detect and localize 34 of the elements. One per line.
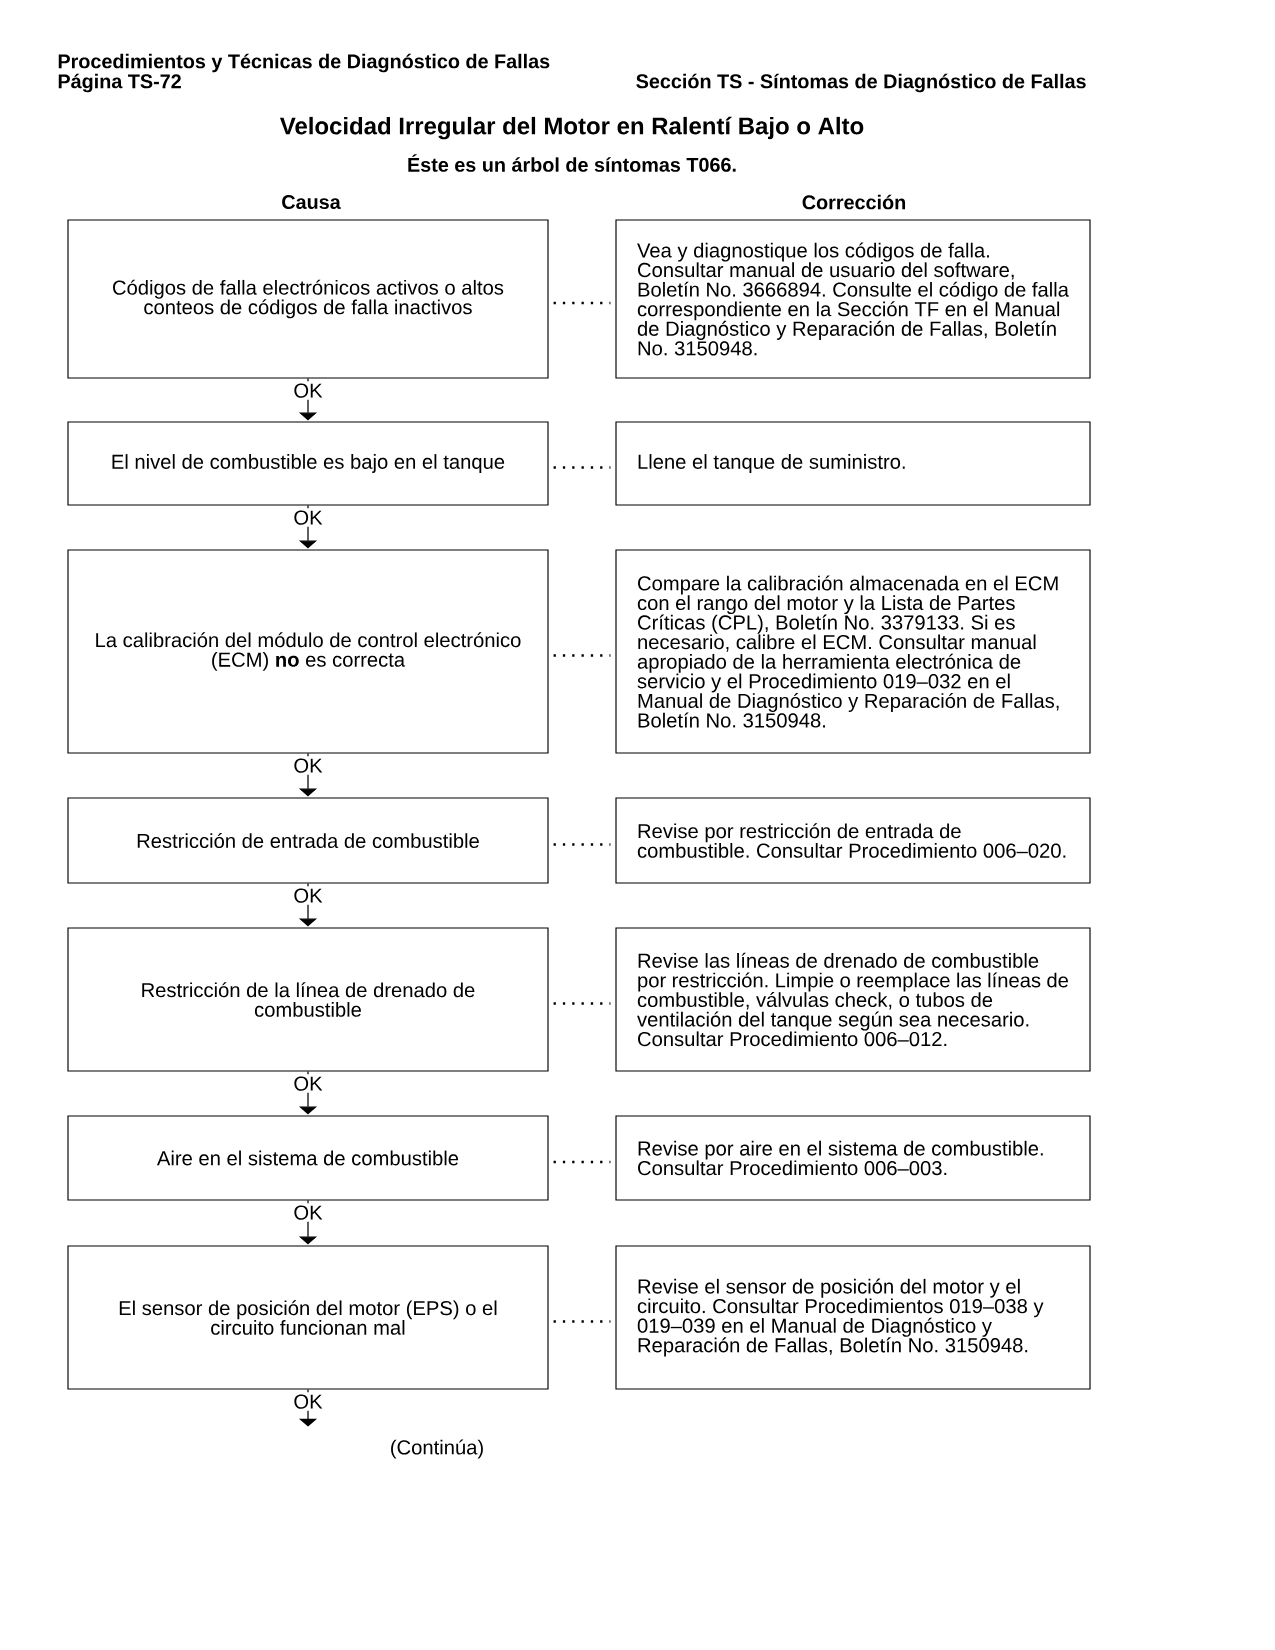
edge-label: OK xyxy=(291,508,325,527)
cause-box: Aire en el sistema de combustible xyxy=(67,1115,549,1201)
subtitle: Éste es un árbol de síntomas T066. xyxy=(408,154,736,172)
cause-box: Códigos de falla electrónicos activos o altos conteos de códigos de falla inactivos xyxy=(67,219,549,379)
title: Velocidad Irregular del Motor en Ralentí Bajo o Alto xyxy=(279,116,864,140)
edge-label: OK xyxy=(291,1074,325,1093)
cause-box: El nivel de combustible es bajo en el tanque xyxy=(67,421,549,506)
dotted-leader xyxy=(553,1160,611,1164)
dotted-leader xyxy=(553,843,611,846)
dotted-leader xyxy=(553,654,611,657)
edge-label: OK xyxy=(291,381,325,400)
cause-box: La calibración del módulo de control electrónico (ECM) no es correcta xyxy=(67,549,549,754)
dotted-leader xyxy=(553,1002,611,1005)
correction-box: Revise por aire en el sistema de combustible. Consultar Procedimiento 006–003. xyxy=(615,1115,1091,1201)
continued-note: (Continúa) xyxy=(391,1439,483,1459)
edge-label: OK xyxy=(291,1203,325,1222)
correction-box: Llene el tanque de suministro. xyxy=(615,421,1091,506)
dotted-leader xyxy=(553,1320,611,1323)
correction-box: Revise por restricción de entrada de combustible. Consultar Procedimiento 006–020. xyxy=(615,797,1091,884)
dotted-leader xyxy=(553,466,611,469)
dotted-leader xyxy=(553,301,611,305)
cause-box: Restricción de entrada de combustible xyxy=(67,797,549,884)
edge-label: OK xyxy=(291,886,325,905)
correction-box: Revise el sensor de posición del motor y el circuito. Consultar Procedimientos 019–038 y 019–039 en el Manual de Diagnóstico y Reparación de Fallas, Boletín No. 3150948. xyxy=(615,1245,1091,1390)
cause-box: El sensor de posición del motor (EPS) o el circuito funcionan mal xyxy=(67,1245,549,1390)
edge-label: OK xyxy=(291,1392,325,1411)
section-header: Sección TS - Síntomas de Diagnóstico de Fallas xyxy=(636,73,1086,93)
correction-box: Revise las líneas de drenado de combustible por restricción. Limpie o reemplace las líneas de combustible, válvulas check, o tubos de ventilación del tanque según sea necesario. Consultar Procedimiento 006–012. xyxy=(615,927,1091,1072)
page-header: Procedimientos y Técnicas de Diagnóstico de Fallas xyxy=(58,53,550,73)
edge-label: OK xyxy=(291,756,325,775)
cause-box: Restricción de la línea de drenado de combustible xyxy=(67,927,549,1072)
page-number: Página TS-72 xyxy=(58,73,181,93)
correction-box: Compare la calibración almacenada en el ECM con el rango del motor y la Lista de Partes Críticas (CPL), Boletín No. 3379133. Si es necesario, calibre el ECM. Consultar manual apropiado de la herramienta electrónica de servicio y el Procedimiento 019–032 en el Manual de Diagnóstico y Reparación de Fallas, Boletín No. 3150948. xyxy=(615,549,1091,754)
correction-box: Vea y diagnostique los códigos de falla. Consultar manual de usuario del software, Boletín No. 3666894. Consulte el código de falla correspondiente en la Sección TF en el Manual de Diagnóstico y Reparación de Fallas, Boletín No. 3150948. xyxy=(615,219,1091,379)
